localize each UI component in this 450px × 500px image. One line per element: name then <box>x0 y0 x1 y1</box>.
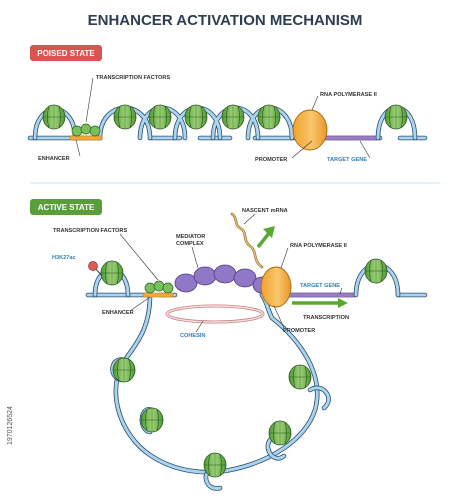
watermark-id: 1970126524 <box>7 406 14 445</box>
nascent-mrna-strand <box>231 213 263 268</box>
nucleosome-icon <box>364 258 388 284</box>
active-rna-polymerase-label: RNA POLYMERASE II <box>290 243 347 249</box>
poised-rna-polymerase-shape <box>292 109 328 151</box>
mediator-label-line2: COMPLEX <box>176 241 204 247</box>
poised-target-gene-label: TARGET GENE <box>327 157 367 163</box>
active-transcription-factors-label: TRANSCRIPTION FACTORS <box>53 228 127 234</box>
active-promoter-label: PROMOTER <box>283 328 315 334</box>
cohesin-label: COHESIN <box>180 333 206 339</box>
active-rna-polymerase-shape <box>260 266 292 308</box>
nucleosome-icon <box>148 104 172 130</box>
active-target-gene-segment <box>284 292 354 298</box>
poised-promoter-label: PROMOTER <box>255 157 287 163</box>
nucleosome-icon <box>112 357 136 383</box>
nucleosome-icon <box>184 104 208 130</box>
poised-target-gene-segment <box>319 135 377 141</box>
poised-transcription-factors <box>71 123 101 137</box>
diagram-title: ENHANCER ACTIVATION MECHANISM <box>88 12 363 29</box>
poised-state-pill <box>30 45 102 61</box>
active-state-label: ACTIVE STATE <box>38 203 95 212</box>
nucleosome-icon <box>384 104 408 130</box>
nucleosome-icon <box>221 104 245 130</box>
poised-state-label: POISED STATE <box>37 49 95 58</box>
nucleosome-icon <box>100 260 124 286</box>
poised-transcription-factors-label: TRANSCRIPTION FACTORS <box>96 75 170 81</box>
active-state-pill <box>30 199 102 215</box>
nucleosome-icon <box>288 364 312 390</box>
active-state-panel: ACTIVE STATE <box>30 199 428 491</box>
active-enhancer-label: ENHANCER <box>102 310 134 316</box>
nucleosome-icon <box>140 407 164 433</box>
mediator-complex <box>174 264 272 294</box>
nucleosome-icon <box>203 452 227 478</box>
poised-enhancer-segment <box>69 135 103 141</box>
nucleosome-icon <box>113 104 137 130</box>
nucleosome-icon <box>257 104 281 130</box>
active-enhancer-segment <box>142 292 174 298</box>
transcription-arrow-icon <box>292 298 348 308</box>
active-target-gene-label: TARGET GENE <box>300 283 340 289</box>
mrna-direction-arrow-icon <box>256 226 275 249</box>
h3k27ac-mark-icon <box>88 261 98 271</box>
nucleosome-icon <box>268 420 292 446</box>
mediator-label-line1: MEDIATOR <box>176 234 205 240</box>
nascent-mrna-label: NASCENT mRNA <box>242 208 288 214</box>
transcription-label: TRANSCRIPTION <box>303 315 349 321</box>
poised-rna-polymerase-label: RNA POLYMERASE II <box>320 92 377 98</box>
active-transcription-factors <box>144 280 174 294</box>
poised-enhancer-label: ENHANCER <box>38 156 70 162</box>
poised-state-panel: POISED STATE TRANSCRIPTION FACTO <box>27 45 428 163</box>
nucleosome-icon <box>42 104 66 130</box>
h3k27ac-label: H3K27ac <box>52 255 76 261</box>
